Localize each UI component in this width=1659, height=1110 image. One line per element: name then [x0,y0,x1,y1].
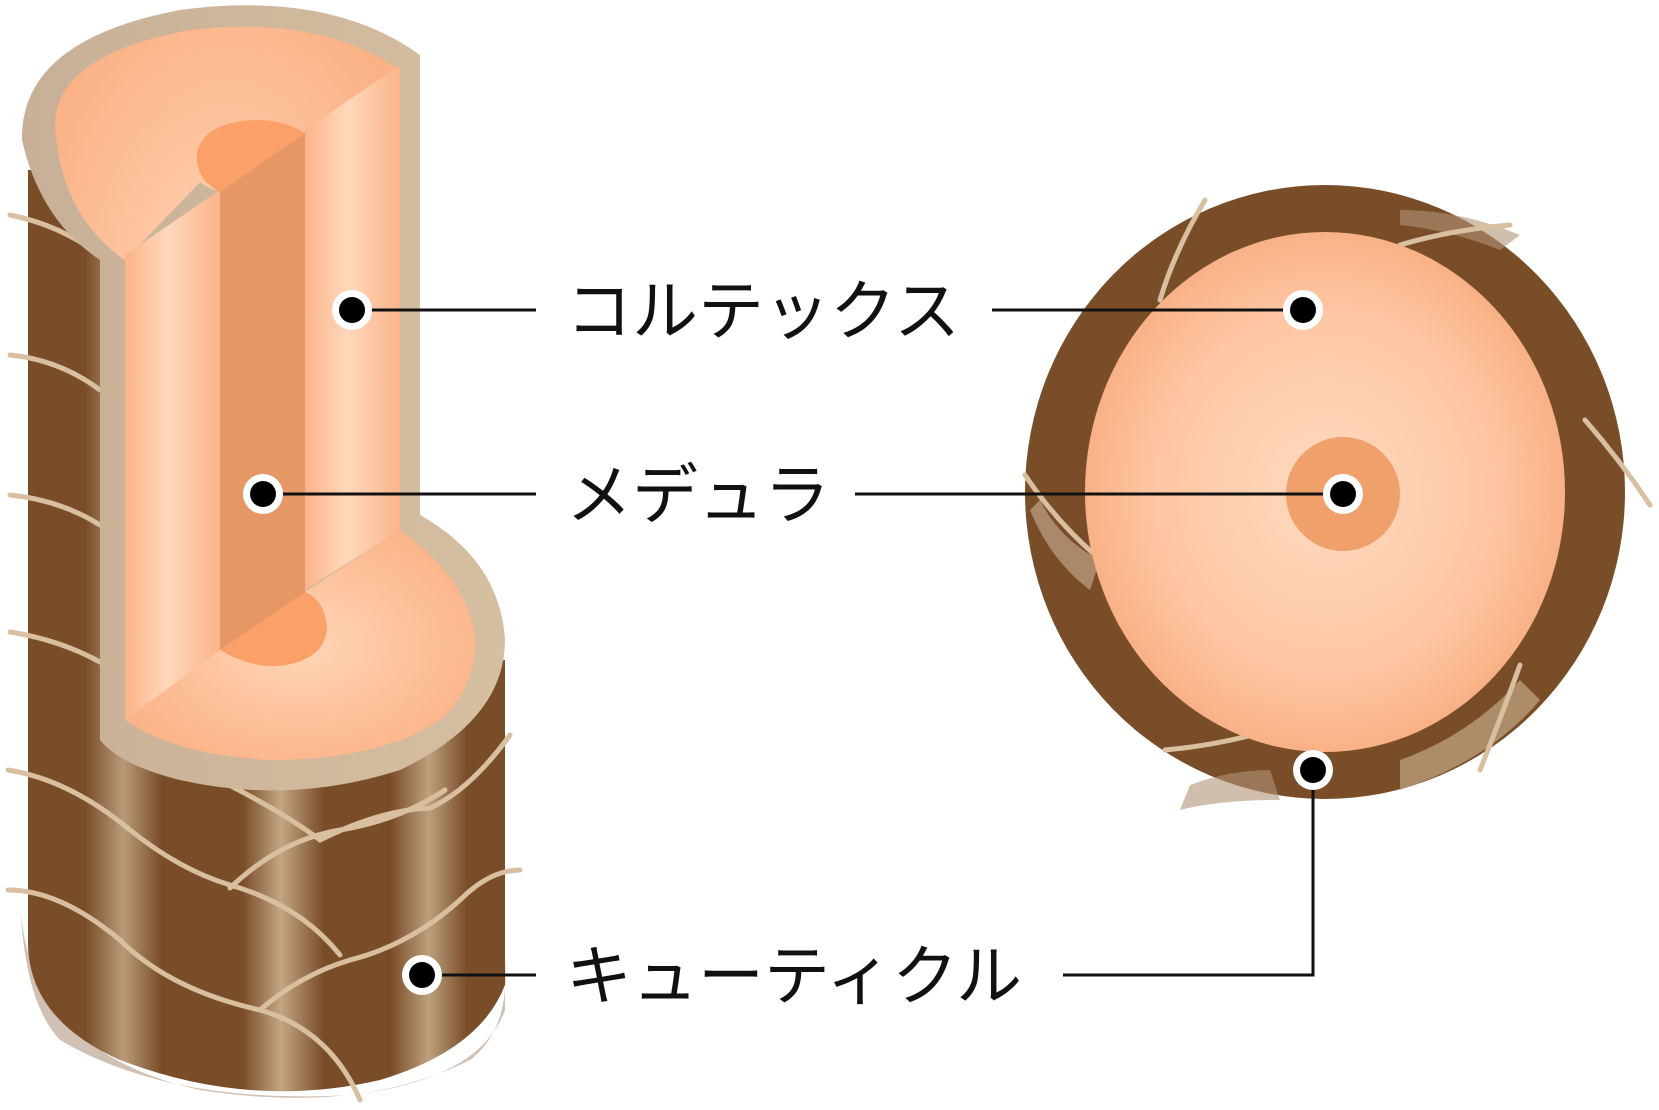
medulla-label: メデュラ [566,457,830,534]
medulla-top-oval [196,120,305,192]
cuticle-ring-highlight [1030,500,1100,590]
markers [243,290,1363,995]
cuticle-label: キューティクル [566,938,1022,1015]
cortex-marker-right [1283,290,1323,330]
cortex-top-face-lower [125,530,475,760]
cuticle-marker-left [402,955,442,995]
cuticle-ring-highlight [1180,770,1280,810]
medulla-cut-face [220,133,305,650]
cortex-cut-face [125,190,220,720]
medulla-marker-right [1323,474,1363,514]
medulla-marker-left [243,474,283,514]
cuticle-scales [5,212,523,1103]
cortex-marker-left [332,290,372,330]
hair-shaft-cutaway [5,5,523,1103]
cortex-label: コルテックス [566,273,960,350]
cuticle-marker-right [1293,750,1333,790]
medulla-bottom-oval [220,592,327,667]
cuticle-shaft-body [28,170,505,1092]
leader-lines [263,308,1343,977]
cuticle-leader-right [1063,770,1315,977]
